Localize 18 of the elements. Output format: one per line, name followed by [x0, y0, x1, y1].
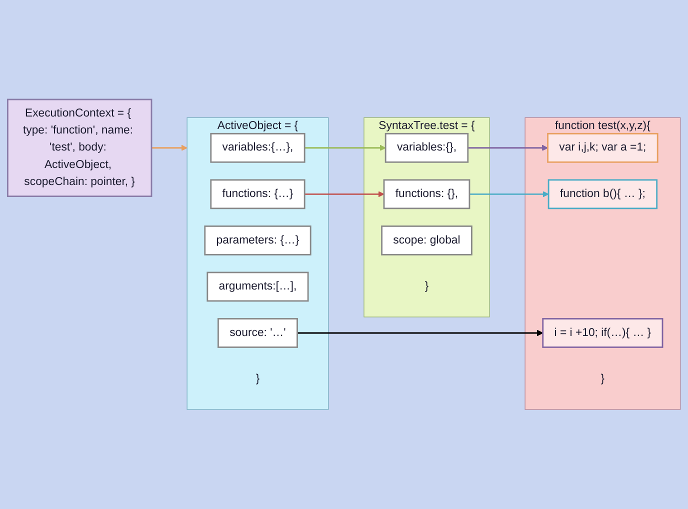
node-box: functions: {…} — [210, 179, 306, 210]
node-box: ExecutionContext = { type: 'function', name: 'test', body: ActiveObject, scopeChain: pointer, } — [6, 98, 152, 198]
arrow — [152, 144, 188, 152]
node-box: scope: global — [381, 226, 472, 256]
node-box: functions: {}, — [383, 179, 470, 210]
node-box: source: '…' — [218, 318, 298, 348]
arrow — [468, 144, 548, 152]
node-box: i = i +10; if(…){ … } — [542, 318, 664, 348]
node-box: arguments:[…], — [206, 272, 309, 302]
arrow — [304, 144, 386, 152]
node-box: variables:{}, — [384, 132, 469, 163]
arrow — [304, 191, 384, 198]
node-box: function b(){ … }; — [548, 179, 658, 210]
node-box: var i,j,k; var a =1; — [547, 132, 658, 163]
arrow — [297, 330, 544, 336]
arrow — [469, 191, 549, 198]
node-box: variables:{…}, — [210, 132, 306, 163]
node-box: parameters: {…} — [204, 226, 312, 256]
